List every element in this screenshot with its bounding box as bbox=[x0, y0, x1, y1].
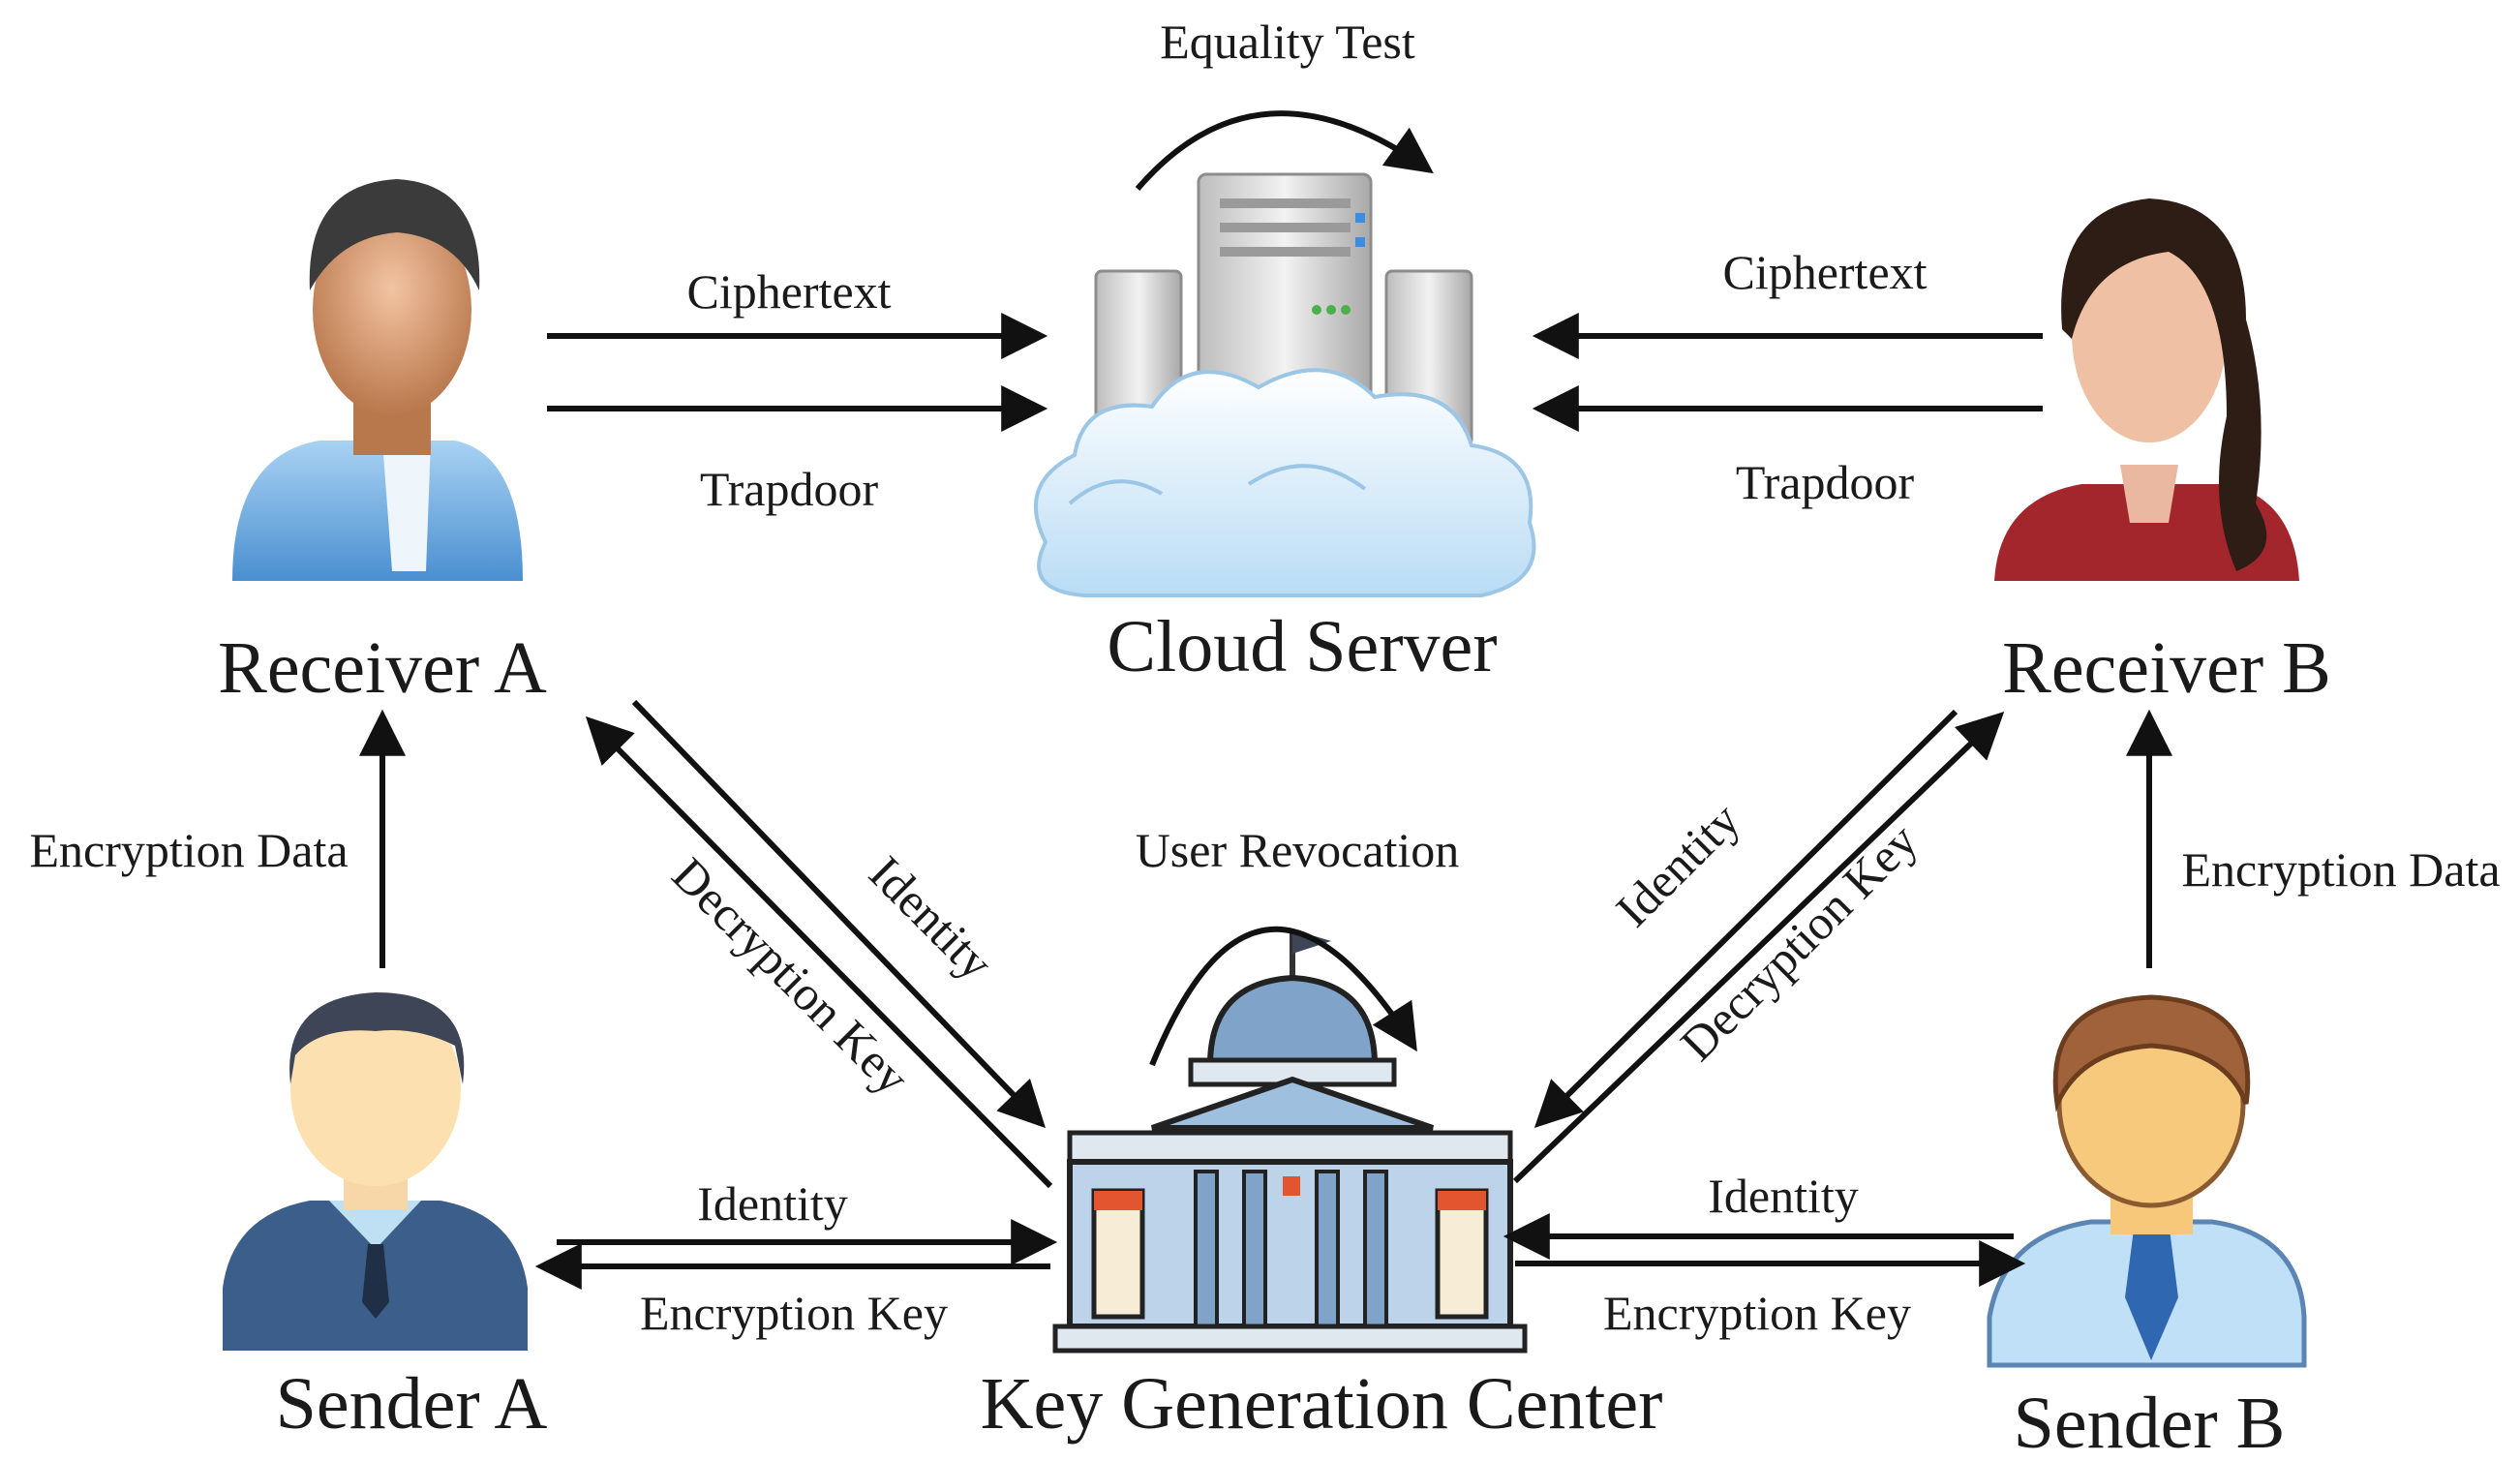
receiver-b-label: Receiver B bbox=[2002, 627, 2331, 709]
equality-test-arrow bbox=[1135, 110, 1434, 191]
user-revocation-arrow bbox=[1149, 927, 1417, 1067]
identity-sender-a-label: Identity bbox=[697, 1176, 848, 1231]
receiver-a-label: Receiver A bbox=[218, 627, 547, 709]
ciphertext-a-label: Ciphertext bbox=[686, 264, 891, 319]
user-revocation-label: User Revocation bbox=[1136, 823, 1460, 877]
sender-a-avatar-icon bbox=[223, 992, 528, 1351]
receiver-a-identity-arrow bbox=[631, 699, 1047, 1129]
receiver-b-decryption-key-arrow bbox=[1512, 712, 2005, 1184]
sender-a-label: Sender A bbox=[276, 1363, 548, 1445]
receiver-b-identity-arrow bbox=[1533, 709, 1958, 1129]
equality-test-label: Equality Test bbox=[1160, 15, 1415, 69]
cloud-server-icon bbox=[1034, 172, 1536, 597]
key-generation-center-label: Key Generation Center bbox=[981, 1363, 1663, 1445]
key-generation-center-building-icon bbox=[1052, 929, 1528, 1354]
trapdoor-a-label: Trapdoor bbox=[700, 462, 879, 516]
sender-b-label: Sender B bbox=[2014, 1383, 2286, 1461]
trapdoor-b-label: Trapdoor bbox=[1736, 455, 1915, 509]
ciphertext-b-label: Ciphertext bbox=[1722, 245, 1927, 299]
identity-receiver-b-label: Identity bbox=[1605, 792, 1750, 937]
receiver-b-avatar-icon bbox=[1994, 198, 2299, 581]
cloud-server-label: Cloud Server bbox=[1107, 606, 1497, 687]
arrows bbox=[359, 110, 2172, 1290]
identity-receiver-a-label: Identity bbox=[859, 845, 1004, 990]
sender-b-avatar-icon bbox=[1987, 994, 2307, 1368]
receiver-a-decryption-key-arrow bbox=[585, 715, 1053, 1189]
encryption-data-b-label: Encryption Data bbox=[2181, 842, 2500, 897]
identity-sender-b-label: Identity bbox=[1708, 1169, 1859, 1223]
encryption-key-sender-b-label: Encryption Key bbox=[1603, 1286, 1911, 1340]
encryption-data-a-label: Encryption Data bbox=[29, 823, 348, 877]
encryption-key-sender-a-label: Encryption Key bbox=[640, 1286, 948, 1340]
receiver-a-avatar-icon bbox=[232, 179, 523, 581]
